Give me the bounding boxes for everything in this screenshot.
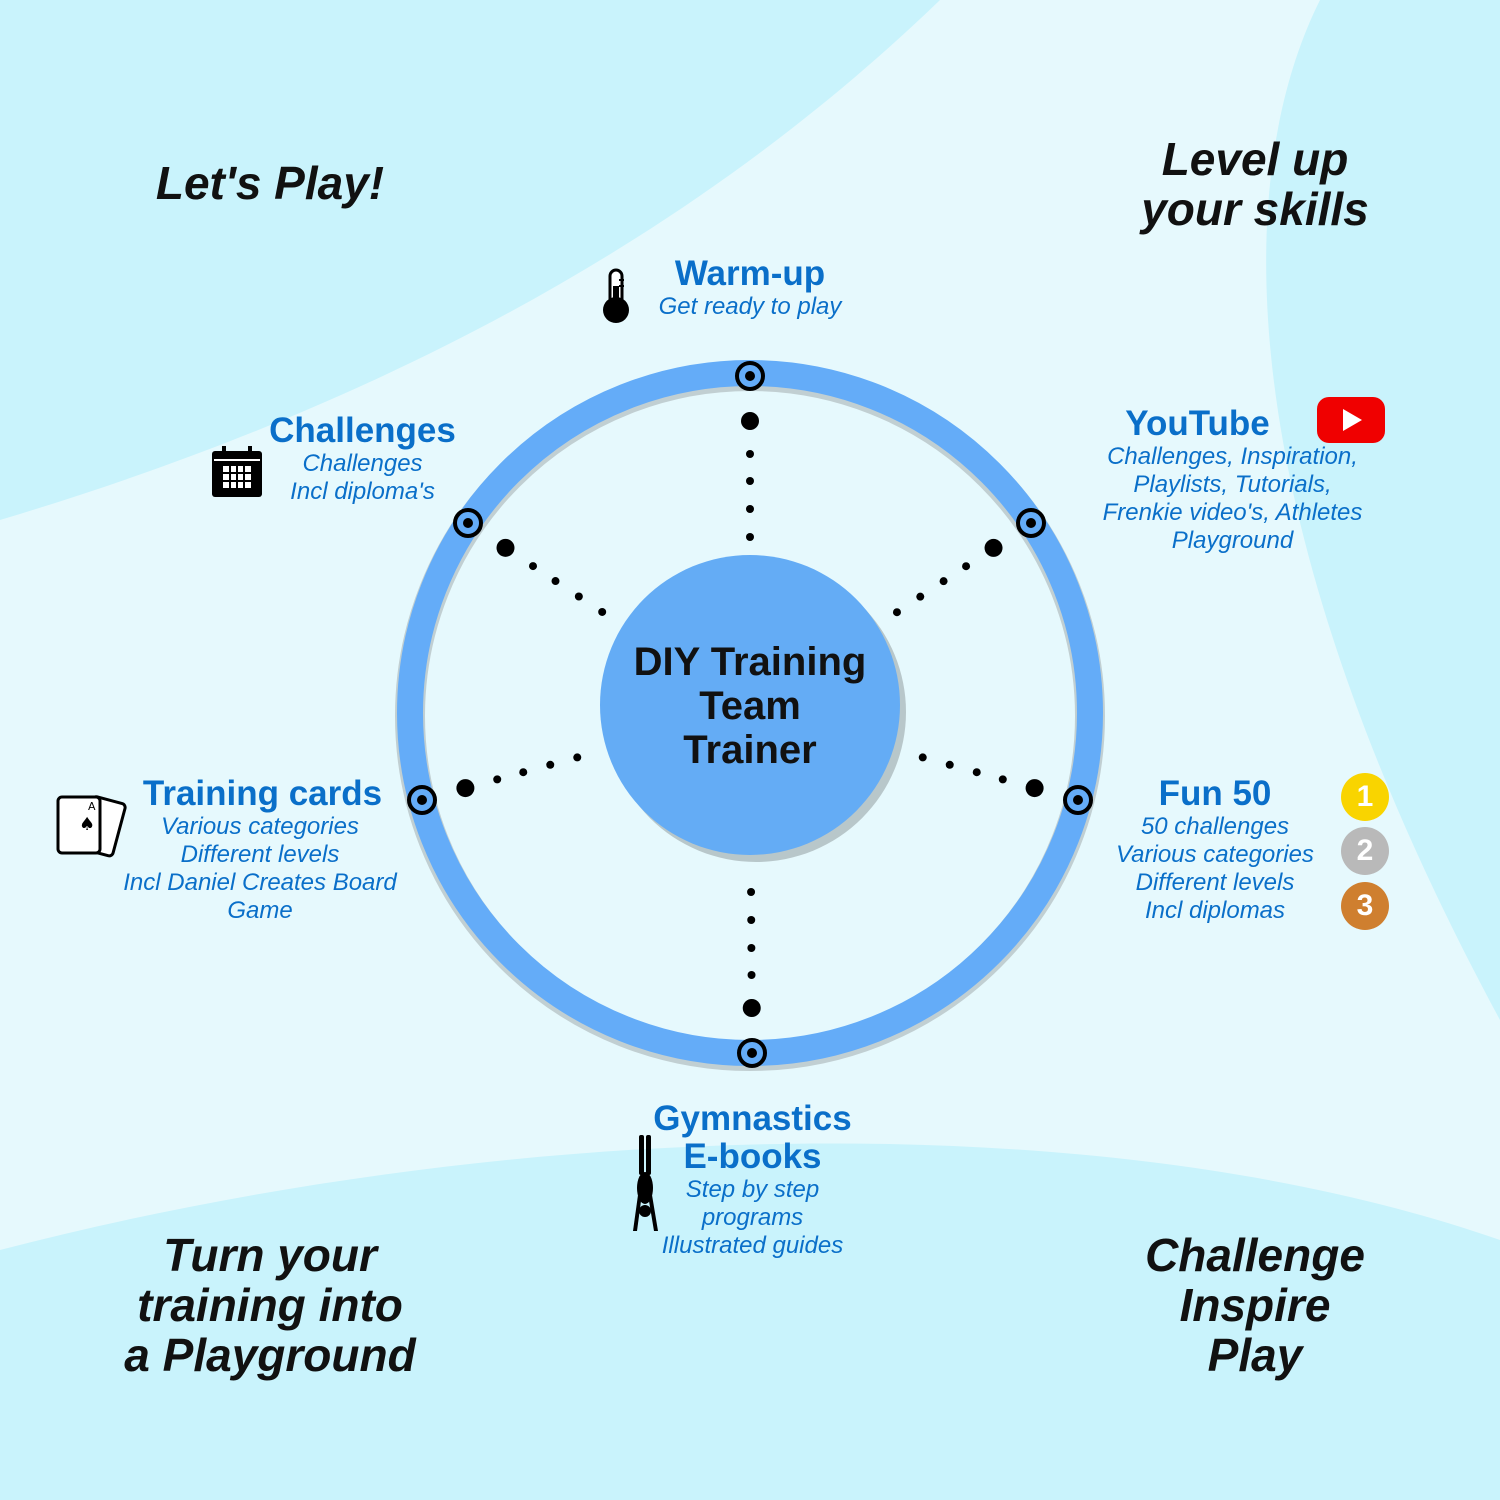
spoke-dot [892,608,901,617]
spoke-dot-large [742,999,761,1018]
line: Inspire [1179,1279,1331,1331]
line: Play [1207,1329,1303,1381]
spoke-dot [746,477,754,485]
node-line: programs [701,1204,804,1231]
bronze-medal-icon: 3 [1341,882,1389,930]
spoke-dot-large [496,538,515,557]
hub-line: Team [699,684,801,728]
spoke-dot [746,450,754,458]
line: training into [137,1279,403,1331]
ring-marker-center [745,371,755,381]
spoke-dot [747,916,756,925]
spoke-dot [747,971,756,980]
node-title: Fun 50 [1158,774,1272,813]
corner-text-challenge-inspire-play: Challenge Inspire Play [1100,1230,1410,1380]
spoke-dot [998,775,1007,784]
svg-text:♠: ♠ [79,814,95,835]
spoke-dot [551,577,560,586]
calendar-icon [212,446,262,497]
node-line: Challenges [302,450,423,477]
spoke-dot [962,562,971,571]
corner-text-level-up: Level up your skills [1100,134,1410,234]
spoke-dot [746,505,754,513]
hub-circle [600,555,900,855]
line: Challenge [1145,1229,1365,1281]
handstand-gymnast-icon [633,1135,658,1231]
node-title: Challenges [269,411,456,450]
spoke-dot [546,760,555,769]
node-line: Incl diploma's [290,478,435,505]
node-line: 50 challenges [1140,813,1290,840]
spoke-dot-large [984,538,1003,557]
node-challenges: Challenges Challenges Incl diploma's [260,412,465,506]
spoke-dot-large [741,412,759,430]
playing-cards-icon: A ♠ [56,795,127,858]
node-line: Incl diplomas [1144,897,1286,924]
svg-text:A: A [88,800,96,813]
node-line: Challenges, Inspiration, [1107,443,1358,470]
node-line: Get ready to play [658,293,842,320]
node-line: Illustrated guides [661,1232,844,1259]
spoke-dot [747,944,756,953]
line: a Playground [124,1329,416,1381]
corner-text-playground: Turn your training into a Playground [90,1230,450,1380]
spoke-dot [972,768,981,777]
node-title: E-books [683,1137,822,1176]
corner-text-lets-play: Let's Play! [155,157,385,209]
silver-medal-icon: 2 [1341,827,1389,875]
gold-medal-icon: 1 [1341,773,1389,821]
node-line: Playlists, Tutorials, [1133,471,1332,498]
youtube-icon[interactable] [1316,396,1386,444]
spoke-dot [519,768,528,777]
node-line: Different levels [180,841,340,868]
hub-line: Trainer [683,728,817,772]
node-line: Playground [1171,527,1294,554]
node-title: Gymnastics [653,1099,852,1138]
ring-marker-center [747,1048,757,1058]
spoke-dot [918,753,927,762]
node-line: Step by step [685,1176,820,1203]
node-title: YouTube [1125,404,1270,443]
node-line: Incl Daniel Creates Board [123,869,397,896]
spoke-dot [746,533,754,541]
thermometer-icon [603,268,629,323]
line: Level up [1161,133,1349,185]
spoke-dot [598,607,607,616]
node-training-cards: Training cards Various categories Differ… [100,775,420,925]
spoke-dot [573,753,582,762]
line: Turn your [163,1229,377,1281]
node-line: Various categories [1116,841,1314,868]
ring-marker-center [463,518,473,528]
ring-marker-center [1026,518,1036,528]
node-gymnastics-ebooks: Gymnastics E-books Step by step programs… [630,1100,875,1260]
spoke-dot [945,760,954,769]
line: your skills [1141,183,1369,235]
node-line: Frenkie video's, Athletes [1102,499,1363,526]
spoke-dot [939,577,948,586]
spoke-dot [747,888,756,897]
ring-marker-center [417,795,427,805]
spoke-dot [529,562,538,571]
node-fun50: Fun 50 50 challenges Various categories … [1095,775,1335,925]
node-title: Warm-up [674,254,826,293]
node-youtube: YouTube Challenges, Inspiration, Playlis… [1080,405,1385,555]
node-title: Training cards [142,774,383,813]
hub-label: DIY Training Team Trainer [600,640,900,772]
node-line: Game [227,897,293,924]
ring-marker-center [1073,795,1083,805]
spoke-dot [916,592,925,601]
hub-line: DIY Training [633,640,867,684]
spoke-dot [493,775,502,784]
node-warmup: Warm-up Get ready to play [630,255,870,321]
spoke-dot [574,592,583,601]
spoke-dot-large [1025,779,1044,798]
node-line: Various categories [161,813,359,840]
node-line: Different levels [1135,869,1295,896]
spoke-dot-large [456,779,475,798]
